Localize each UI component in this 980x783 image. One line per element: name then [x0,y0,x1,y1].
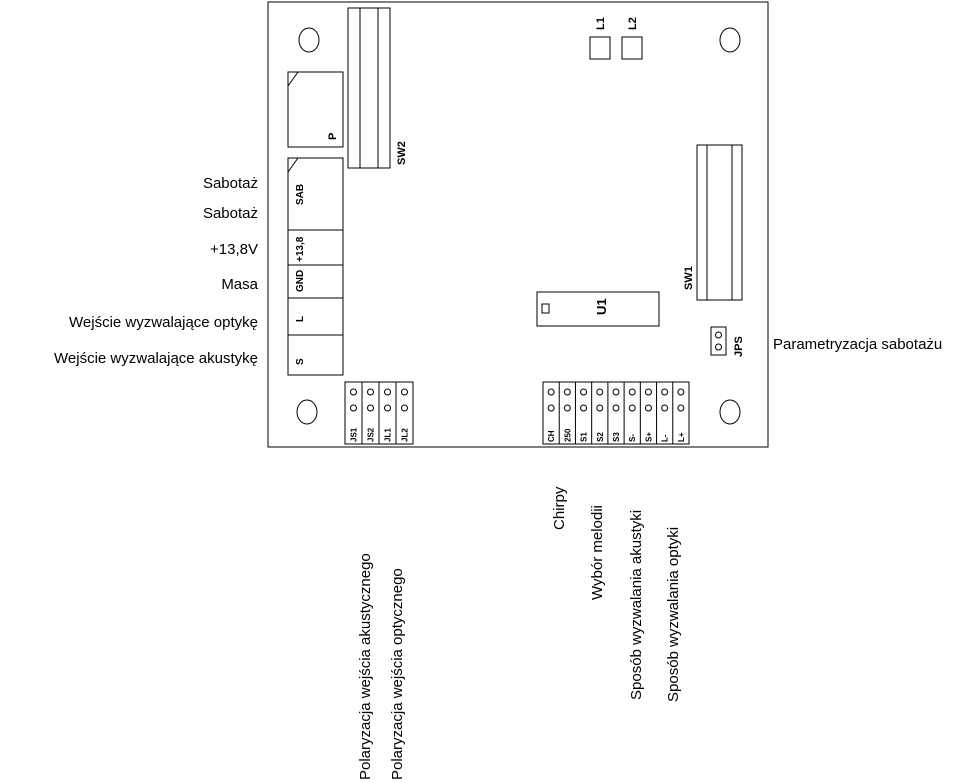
jr-pin-bottom-4 [612,404,620,412]
terminal-block [287,157,344,376]
label-l1: L1 [595,17,607,30]
pcb-outline [267,1,769,448]
jr-label-3: S2 [596,432,605,442]
jr-label-1: 250 [563,428,572,442]
jr-label-4: S3 [612,432,621,442]
jl-pin-bottom-0 [350,404,357,412]
jr-pin-top-7 [661,388,669,396]
jr-pin-top-0 [547,388,555,396]
terminal-label-3: L [295,316,306,322]
label-polaryzacja-akustycznego: Polaryzacja wejścia akustycznego [357,553,374,780]
jr-label-2: S1 [580,432,589,442]
jumper-block-right [542,381,690,445]
label-sabotaz-2: Sabotaż [202,205,258,222]
label-p: P [327,133,339,140]
jl-label-0: JS1 [350,427,359,442]
terminal-label-1: +13,8 [295,236,306,262]
jr-pin-top-4 [612,388,620,396]
mounting-hole-top-left [298,27,320,53]
jr-pin-top-1 [563,388,571,396]
mounting-hole-bottom-left [296,399,318,425]
jl-label-3: JL2 [401,428,410,442]
terminal-label-4: S [295,358,306,365]
jl-label-2: JL1 [384,428,393,442]
jr-pin-bottom-6 [644,404,652,412]
jr-label-0: CH [547,430,556,442]
jr-pin-top-2 [580,388,588,396]
connector-p [287,71,344,148]
jr-pin-bottom-3 [596,404,604,412]
jl-pin-top-0 [350,388,357,396]
jl-label-1: JS2 [367,427,376,442]
chip-u1 [536,291,660,327]
label-13-8v: +13,8V [210,241,258,258]
jr-pin-top-8 [677,388,685,396]
mounting-hole-top-right [719,27,741,53]
jr-pin-bottom-1 [563,404,571,412]
jr-pin-bottom-8 [677,404,685,412]
label-sposob-optyki: Sposób wyzwalania optyki [665,526,682,702]
label-sabotaz-1: Sabotaż [202,175,258,192]
jl-pin-top-3 [401,388,408,396]
label-sposob-akustyki: Sposób wyzwalania akustyki [628,509,645,700]
jr-pin-top-6 [644,388,652,396]
jr-label-8: L+ [677,432,686,442]
jl-pin-top-2 [384,388,391,396]
jr-label-7: L- [661,434,670,442]
jr-label-6: S+ [644,432,653,442]
label-masa: Masa [221,276,258,293]
label-u1: U1 [594,298,609,315]
led-l2 [621,36,643,60]
jumper-jps [710,326,727,356]
jr-pin-bottom-7 [661,404,669,412]
label-chirpy: Chirpy [551,486,568,530]
label-polaryzacja-optycznego: Polaryzacja wejścia optycznego [389,568,406,780]
jl-pin-bottom-1 [367,404,374,412]
label-wybor-melodii: Wybór melodii [589,505,606,600]
terminal-label-2: GND [295,270,306,292]
jr-pin-top-5 [628,388,636,396]
terminal-label-0: SAB [295,184,306,205]
jl-pin-top-1 [367,388,374,396]
jl-pin-bottom-2 [384,404,391,412]
jr-pin-bottom-5 [628,404,636,412]
label-wejscie-akustyke: Wejście wyzwalające akustykę [54,350,258,367]
jl-pin-bottom-3 [401,404,408,412]
label-jps: JPS [733,336,745,357]
label-l2: L2 [627,17,639,30]
jr-pin-bottom-2 [580,404,588,412]
label-parametryzacja-sabotazu: Parametryzacja sabotażu [773,336,943,353]
switch-sw1 [696,144,743,301]
label-sw1: SW1 [683,266,695,290]
led-l1 [589,36,611,60]
jr-pin-top-3 [596,388,604,396]
label-sw2: SW2 [396,141,408,165]
label-wejscie-optyke: Wejście wyzwalające optykę [69,314,258,331]
switch-sw2 [347,7,391,169]
jr-label-5: S- [628,434,637,442]
mounting-hole-bottom-right [719,399,741,425]
jr-pin-bottom-0 [547,404,555,412]
